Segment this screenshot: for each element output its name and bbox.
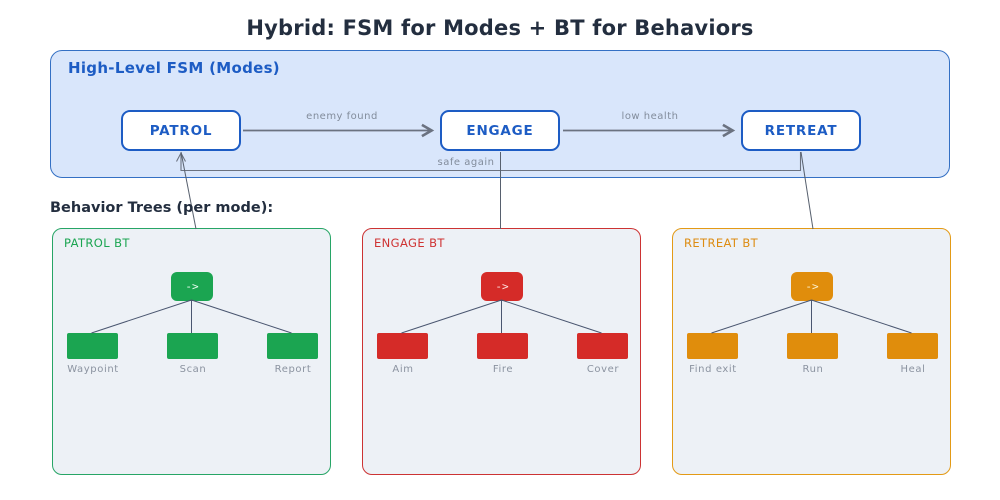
transition-label-enemy-found: enemy found xyxy=(306,111,378,122)
fsm-state-engage: ENGAGE xyxy=(440,110,560,151)
bt-leaf-label: Fire xyxy=(492,364,514,375)
bt-panel-patrol: PATROL BT -> Waypoint Scan Report xyxy=(52,228,331,475)
bt-leaf-report xyxy=(267,333,318,359)
fsm-state-patrol: PATROL xyxy=(121,110,241,151)
bt-root-sequence-node: -> xyxy=(791,272,833,301)
bt-root-sequence-node: -> xyxy=(171,272,213,301)
bt-leaf-aim xyxy=(377,333,428,359)
fsm-panel-title: High-Level FSM (Modes) xyxy=(68,59,280,77)
page-title: Hybrid: FSM for Modes + BT for Behaviors xyxy=(246,16,754,40)
bt-leaf-label: Waypoint xyxy=(67,364,119,375)
bt-leaf-label: Find exit xyxy=(689,364,737,375)
bt-root-sequence-node: -> xyxy=(481,272,523,301)
transition-label-low-health: low health xyxy=(621,111,679,122)
bt-leaf-label: Aim xyxy=(392,364,414,375)
bt-panel-engage: ENGAGE BT -> Aim Fire Cover xyxy=(362,228,641,475)
bt-panel-title: RETREAT BT xyxy=(684,236,759,250)
bt-panel-title: ENGAGE BT xyxy=(374,236,445,250)
bt-panel-title: PATROL BT xyxy=(64,236,130,250)
bt-leaf-fire xyxy=(477,333,528,359)
bt-leaf-scan xyxy=(167,333,218,359)
transition-label-safe-again: safe again xyxy=(437,157,495,168)
bt-leaf-run xyxy=(787,333,838,359)
bt-leaf-cover xyxy=(577,333,628,359)
bt-leaf-label: Report xyxy=(274,364,312,375)
bt-leaf-label: Cover xyxy=(586,364,620,375)
bt-leaf-label: Heal xyxy=(900,364,926,375)
fsm-state-retreat: RETREAT xyxy=(741,110,861,151)
bt-leaf-waypoint xyxy=(67,333,118,359)
bt-leaf-label: Run xyxy=(802,364,824,375)
bt-section-heading: Behavior Trees (per mode): xyxy=(50,200,274,216)
bt-leaf-find-exit xyxy=(687,333,738,359)
bt-leaf-label: Scan xyxy=(179,364,207,375)
bt-panel-retreat: RETREAT BT -> Find exit Run Heal xyxy=(672,228,951,475)
bt-leaf-heal xyxy=(887,333,938,359)
